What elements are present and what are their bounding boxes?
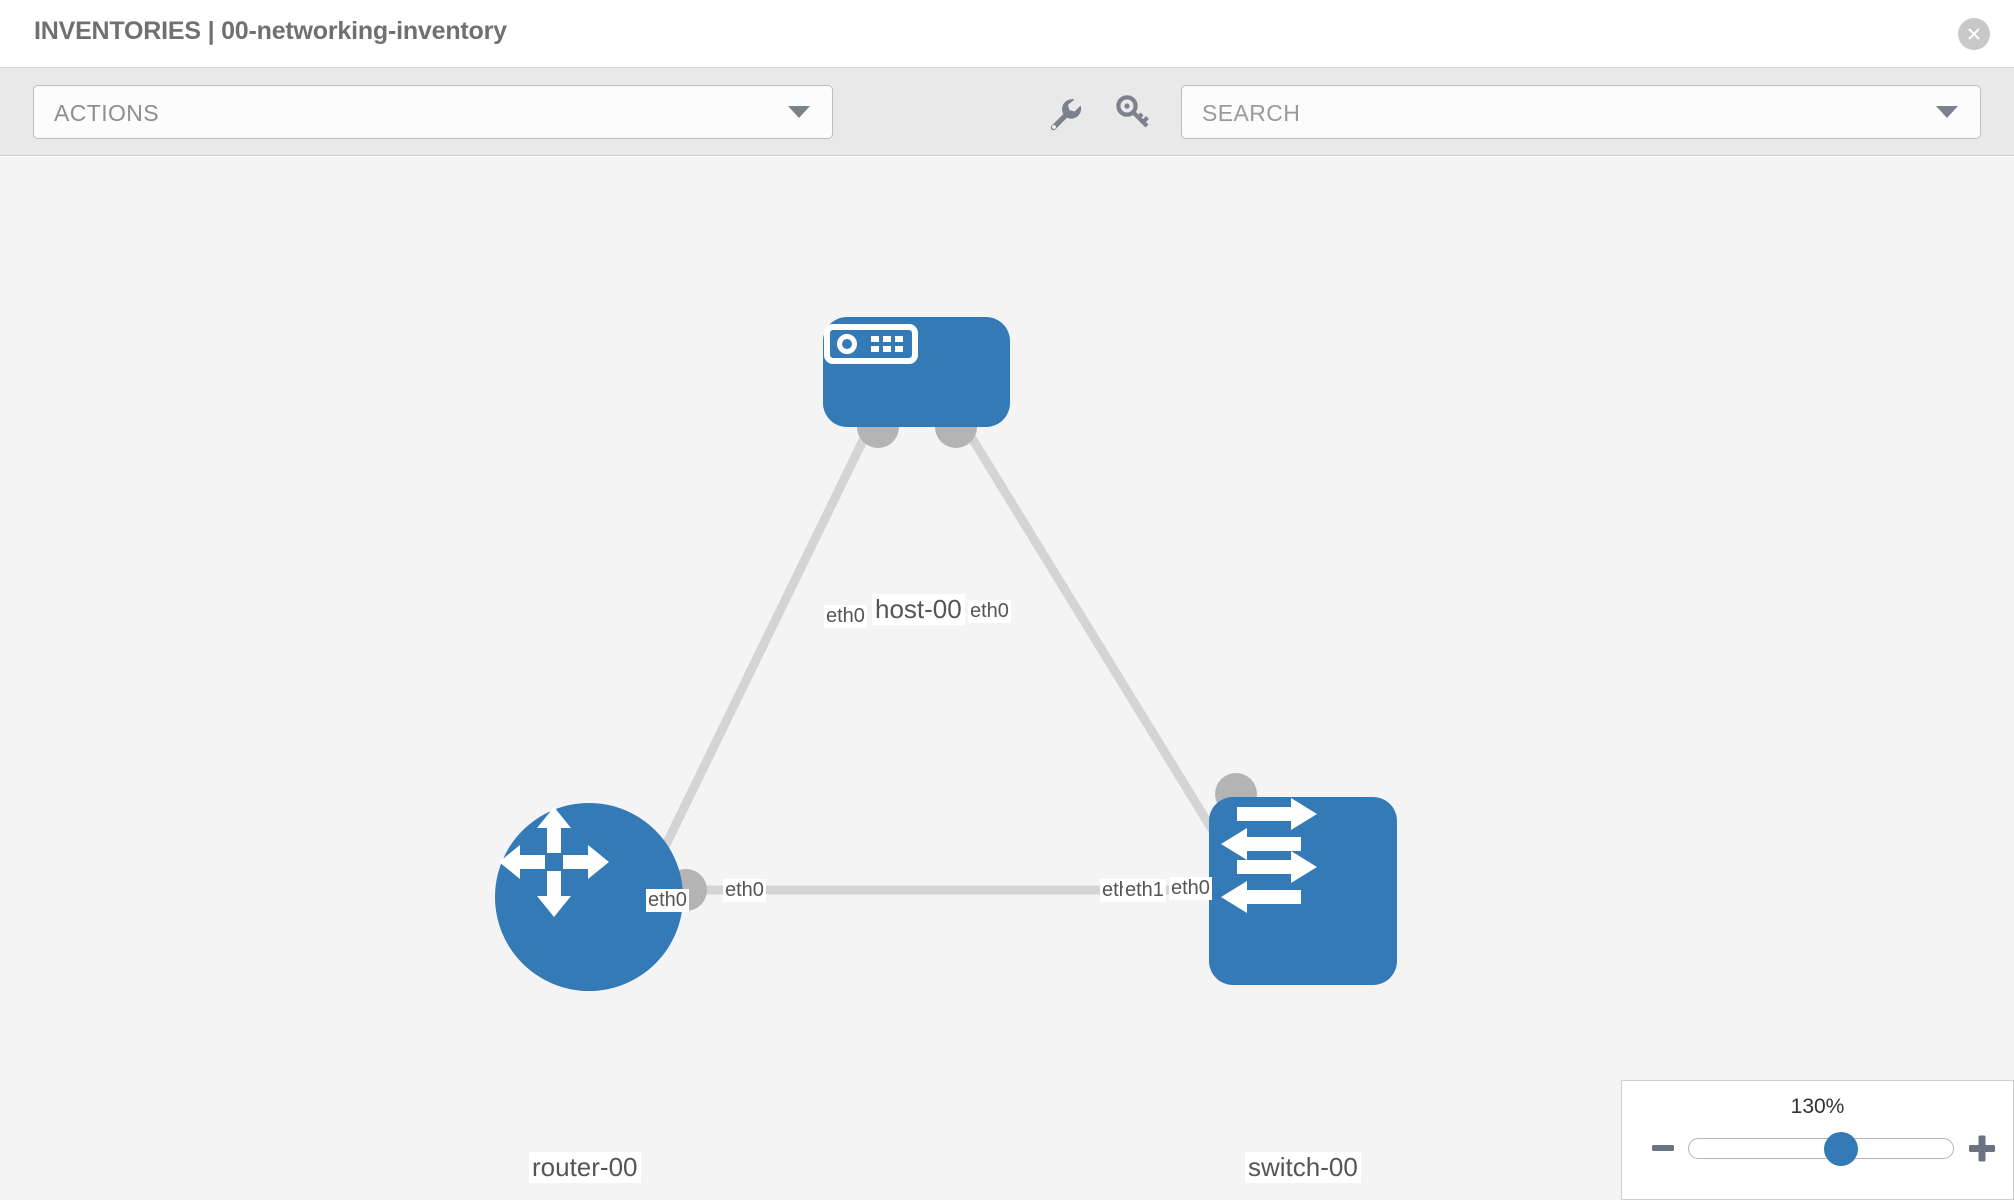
zoom-level-value: 130% <box>1790 1095 1845 1118</box>
topology-canvas[interactable]: host-00 router-00 switch-00 eth0 eth0 et… <box>0 157 2014 1200</box>
close-icon[interactable] <box>1958 18 1990 50</box>
zoom-slider-thumb[interactable] <box>1823 1132 1858 1166</box>
wrench-icon[interactable] <box>1043 92 1085 134</box>
router-arrows-icon <box>499 807 609 917</box>
topology-edges <box>630 406 1257 911</box>
chevron-down-icon[interactable] <box>1936 106 1958 118</box>
page-title: INVENTORIES | 00-networking-inventory <box>34 17 507 45</box>
chevron-down-icon <box>788 106 810 118</box>
topology-node-host-00[interactable] <box>823 317 1010 427</box>
server-icon <box>824 324 918 364</box>
plus-icon[interactable] <box>1965 1131 1999 1165</box>
search-input[interactable]: SEARCH <box>1181 85 1981 139</box>
topology-node-router-00[interactable] <box>495 803 683 991</box>
zoom-slider[interactable] <box>1688 1132 1954 1166</box>
search-placeholder: SEARCH <box>1202 100 1301 126</box>
minus-icon[interactable] <box>1646 1131 1680 1165</box>
toolbar: ACTIONS SEARCH <box>0 68 2014 156</box>
topology-node-switch-00[interactable] <box>1209 797 1397 985</box>
switch-arrows-icon <box>1221 798 1317 913</box>
page-header: INVENTORIES | 00-networking-inventory <box>0 0 2014 68</box>
zoom-control-panel: 130% <box>1621 1080 2014 1200</box>
key-icon[interactable] <box>1113 92 1155 134</box>
actions-dropdown-label: ACTIONS <box>54 100 160 126</box>
actions-dropdown[interactable]: ACTIONS <box>33 85 833 139</box>
